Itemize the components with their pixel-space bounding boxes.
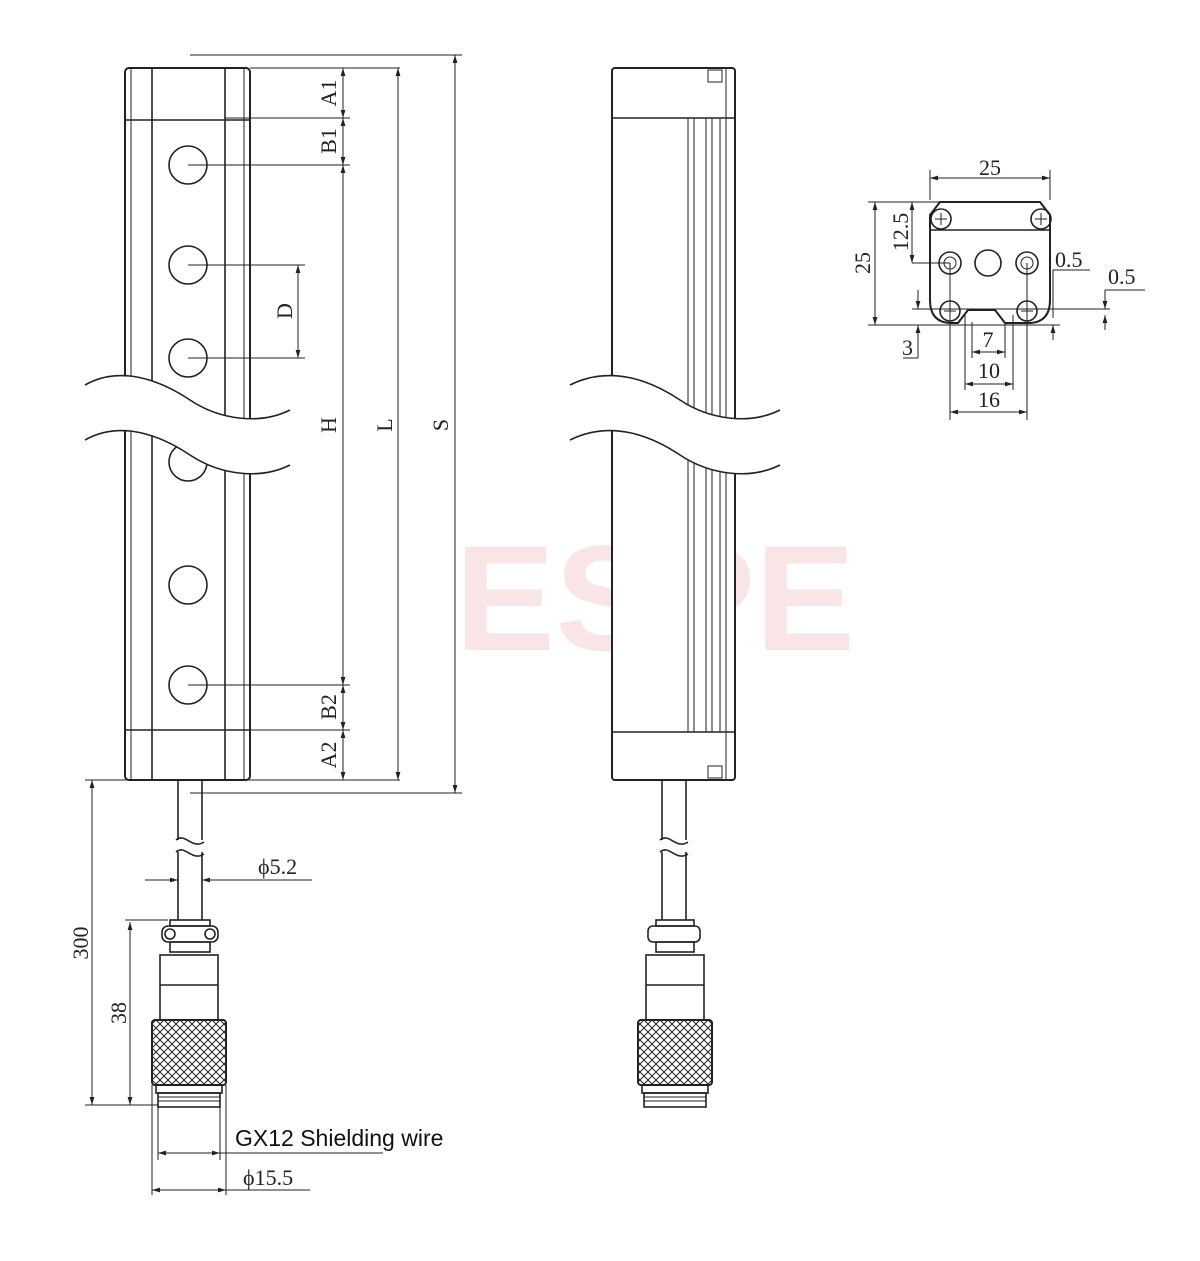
dim-connector-length: 38: [106, 1002, 131, 1024]
beam-lens: [168, 565, 208, 605]
dim-a2: A2: [316, 742, 341, 769]
dim-s: S: [428, 419, 453, 431]
dim-h: H: [316, 417, 341, 433]
cross-section: 25 25 12.5 0.5 0.5 3 7 10 16: [850, 155, 1145, 420]
dim-cs-half-height: 12.5: [888, 213, 913, 252]
dim-a1: A1: [316, 80, 341, 107]
front-view: A1 B1 D H L S B2 A2: [68, 54, 462, 1195]
dim-cs-gap-right: 0.5: [1055, 247, 1083, 272]
side-view: [569, 67, 781, 1108]
dim-l: L: [372, 418, 397, 431]
dim-cs-slot-inner: 7: [983, 327, 994, 352]
gx12-connector: [151, 919, 227, 1108]
cable: [175, 780, 205, 920]
dim-cs-slot-outer: 10: [978, 358, 1000, 383]
connector-label: GX12 Shielding wire: [235, 1125, 443, 1151]
side-break-mark: [570, 375, 780, 474]
side-connector: [637, 919, 713, 1108]
break-mark: [85, 375, 290, 474]
dim-b1: B1: [316, 128, 341, 154]
dim-d: D: [272, 303, 297, 319]
dim-connector-diameter: ϕ15.5: [243, 1165, 293, 1190]
side-cable: [659, 780, 689, 920]
dim-cable-length: 300: [68, 927, 93, 960]
dim-cs-gap-far-right: 0.5: [1108, 264, 1136, 289]
dim-cs-height: 25: [850, 252, 875, 274]
dim-cs-hole-spacing: 16: [978, 387, 1000, 412]
dim-b2: B2: [316, 694, 341, 720]
dim-cs-bottom-offset: 3: [902, 335, 913, 360]
dim-cable-diameter: ϕ5.2: [258, 854, 297, 879]
dim-cs-width: 25: [979, 155, 1001, 180]
